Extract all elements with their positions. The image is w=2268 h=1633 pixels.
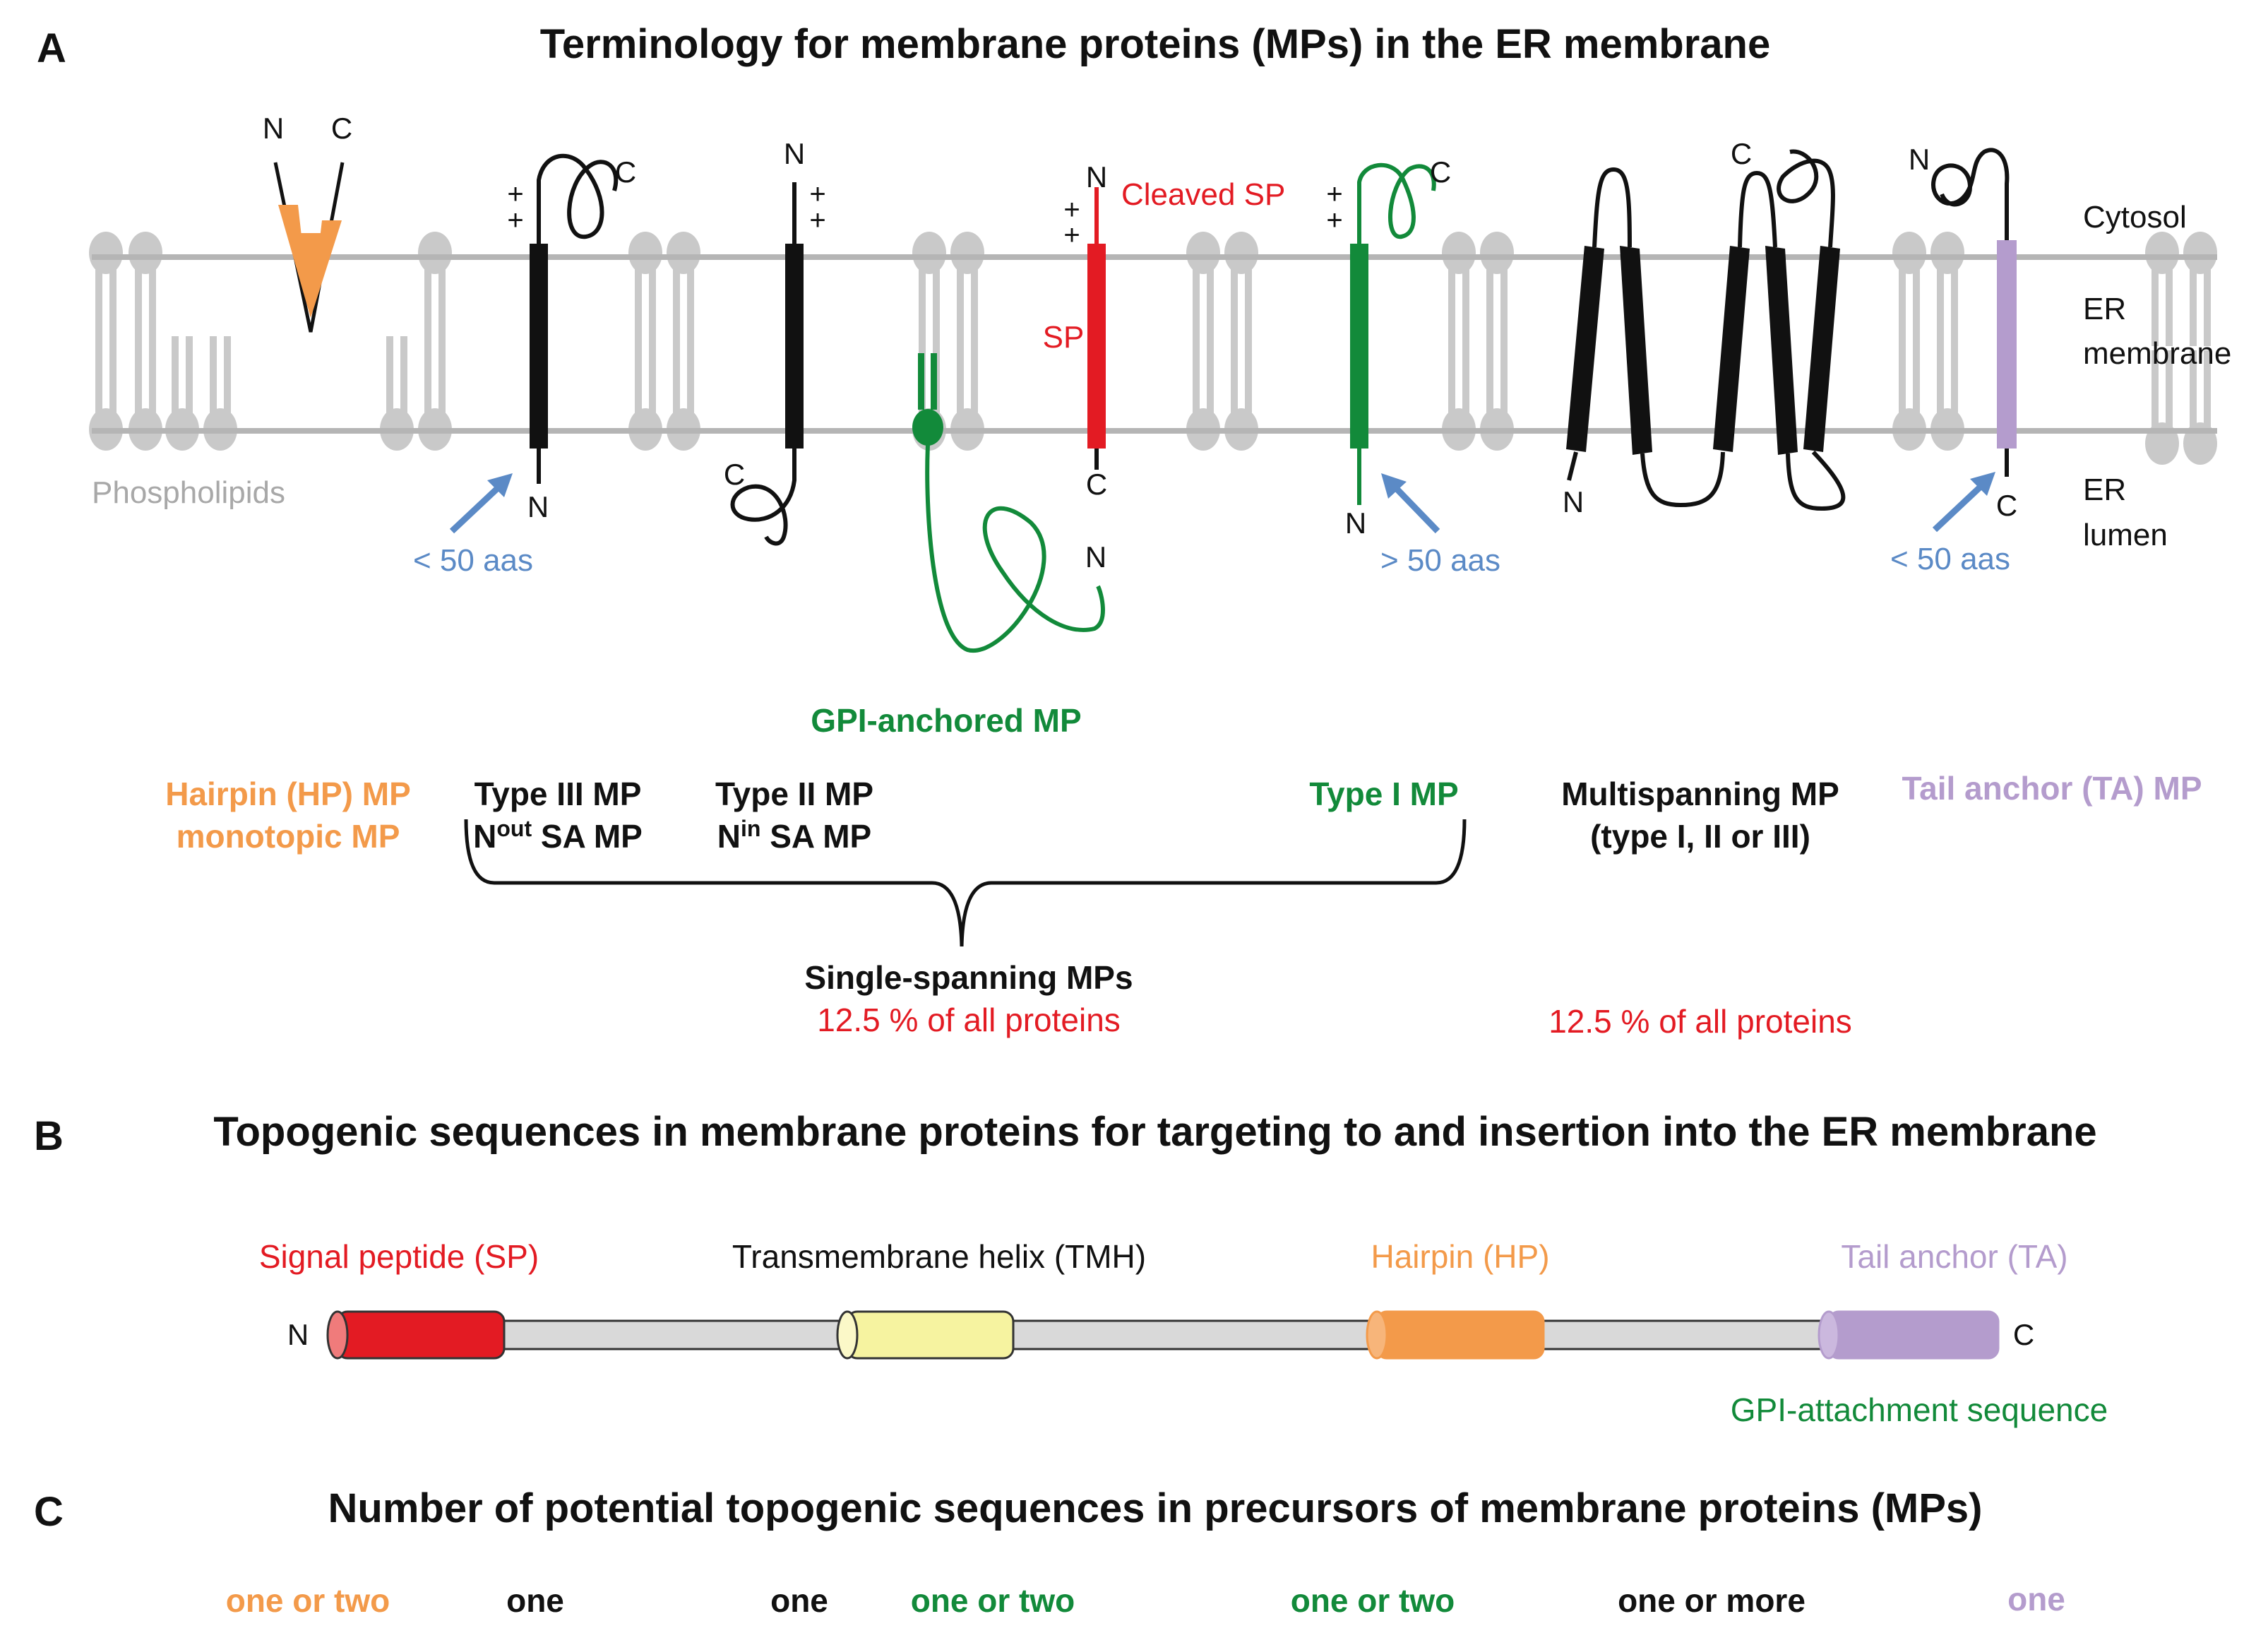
seq-n-label: N (287, 1318, 309, 1351)
type1-c-label: C (1430, 155, 1451, 189)
lt50-label-b: < 50 aas (1890, 542, 2010, 576)
hairpin-label-2: monotopic MP (177, 818, 400, 855)
multi-label-2: (type I, II or III) (1590, 818, 1810, 855)
hp-seq-label: Hairpin (HP) (1371, 1238, 1549, 1275)
type2-sup: in (741, 816, 760, 841)
phospholipids-label: Phospholipids (92, 475, 285, 510)
type3-mp-shape (530, 153, 619, 484)
count-gpi: one or two (911, 1582, 1075, 1619)
ta-seq-label: Tail anchor (TA) (1841, 1238, 2067, 1275)
cleaved-sp-c-label: C (1086, 468, 1107, 501)
type1-mp-shape (1350, 162, 1436, 505)
type3-plus-2: + (507, 205, 523, 236)
ta-c-label: C (1996, 489, 2017, 522)
panel-c-title: Number of potential topogenic sequences … (328, 1485, 1983, 1531)
er-lumen-label-1: ER (2083, 473, 2126, 507)
count-ta: one (2007, 1581, 2065, 1617)
gpi-mp-shape (912, 353, 1105, 653)
single-spanning-brace (464, 819, 1467, 947)
er-membrane-label-2: membrane (2083, 336, 2231, 371)
type2-c-label: C (724, 458, 745, 491)
multispanning-mp-shape (1566, 149, 1846, 511)
seq-c-label: C (2013, 1318, 2034, 1351)
count-type3: one (506, 1582, 564, 1619)
cleaved-sp-plus-2: + (1063, 220, 1080, 251)
cleaved-sp-n-label: N (1086, 160, 1107, 194)
gpi-anchored-label: GPI-anchored MP (811, 702, 1081, 739)
panel-b-title: Topogenic sequences in membrane proteins… (213, 1109, 2096, 1155)
type1-label: Type I MP (1309, 776, 1458, 812)
cytosol-label: Cytosol (2083, 200, 2187, 234)
count-type2: one (770, 1582, 828, 1619)
cleaved-sp-label: Cleaved SP (1121, 177, 1285, 212)
length-arrows (449, 472, 1995, 534)
type2-plus-1: + (809, 179, 825, 210)
sp-label: SP (1043, 320, 1085, 355)
cleaved-sp-shape (1087, 187, 1106, 470)
type3-n-label: N (527, 490, 549, 523)
count-hairpin: one or two (226, 1582, 390, 1619)
type1-plus-2: + (1326, 205, 1342, 236)
type3-c-label: C (615, 155, 636, 189)
pct-single-label: 12.5 % of all proteins (817, 1002, 1121, 1038)
type1-n-label: N (1345, 506, 1366, 540)
precursor-sequence (326, 1310, 2000, 1360)
phospholipid-bilayer (89, 232, 2217, 465)
gt50-label: > 50 aas (1380, 543, 1500, 578)
panel-a-letter: A (37, 25, 66, 71)
type2-plus-2: + (809, 205, 825, 236)
multi-n-label: N (1563, 485, 1584, 518)
type3-rest: SA MP (532, 818, 643, 855)
multi-c-label: C (1731, 137, 1752, 170)
gpi-seq-label: GPI-attachment sequence (1731, 1391, 2108, 1428)
type2-n: N (717, 818, 741, 855)
cleaved-sp-plus-1: + (1063, 194, 1080, 225)
type2-n-label: N (784, 137, 805, 170)
type2-mp-shape (730, 182, 804, 546)
panel-a-title: Terminology for membrane proteins (MPs) … (540, 21, 1770, 67)
lt50-label-a: < 50 aas (413, 543, 533, 578)
hairpin-n-label: N (263, 112, 284, 145)
type3-label-1: Type III MP (475, 776, 642, 812)
er-membrane-label-1: ER (2083, 292, 2126, 326)
ta-label: Tail anchor (TA) MP (1902, 770, 2202, 807)
hairpin-mp-shape (273, 162, 345, 333)
panel-b-letter: B (34, 1113, 64, 1159)
er-lumen-label-2: lumen (2083, 518, 2168, 552)
count-multi: one or more (1618, 1582, 1806, 1619)
type3-label-2: Nout SA MP (473, 816, 643, 855)
type3-sup: out (496, 816, 532, 841)
type3-plus-1: + (507, 179, 523, 210)
type2-label-2: Nin SA MP (717, 816, 871, 855)
multi-label-1: Multispanning MP (1561, 776, 1839, 812)
single-spanning-label: Single-spanning MPs (804, 959, 1133, 996)
type3-n: N (473, 818, 496, 855)
type2-label-1: Type II MP (715, 776, 873, 812)
pct-multi-label: 12.5 % of all proteins (1548, 1003, 1852, 1040)
type1-plus-1: + (1326, 179, 1342, 210)
sp-seq-label: Signal peptide (SP) (259, 1238, 539, 1275)
tmh-seq-label: Transmembrane helix (TMH) (732, 1238, 1146, 1275)
count-type1: one or two (1291, 1582, 1455, 1619)
type2-rest: SA MP (760, 818, 871, 855)
ta-n-label: N (1909, 143, 1930, 176)
panel-c-letter: C (34, 1489, 64, 1535)
hairpin-label-1: Hairpin (HP) MP (165, 776, 411, 812)
tail-anchor-mp-shape (1931, 148, 2017, 477)
gpi-n-label: N (1085, 540, 1106, 574)
hairpin-c-label: C (331, 112, 352, 145)
